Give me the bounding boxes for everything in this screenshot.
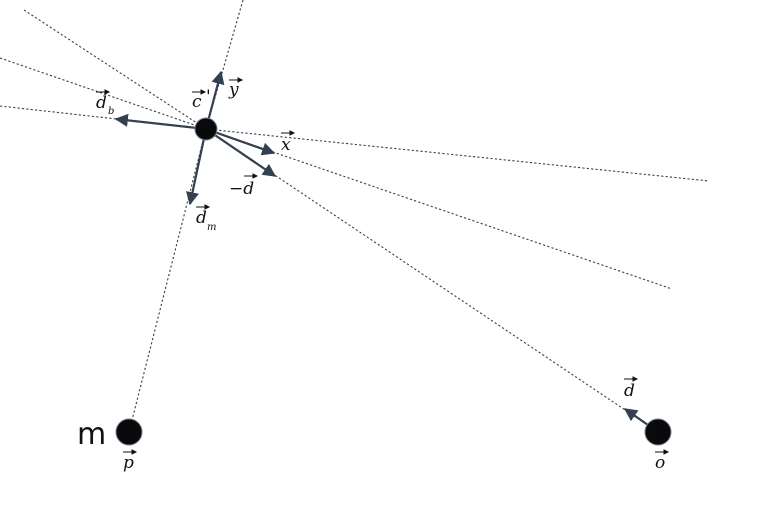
dotted-line-right-flat [205,128,710,182]
dotted-line-lower-right [205,128,673,290]
label-c-prime: c [192,92,202,112]
label-d-m: d [196,208,207,228]
vector-db-arrow [114,113,207,131]
dotted-line-to-p [128,128,207,433]
vector-dm-arrow [186,128,208,206]
label-d: d [624,381,635,401]
label-x: x [281,135,291,155]
label-o: o [655,453,665,473]
point-o [644,418,672,446]
dotted-line-to-o [205,128,659,433]
label-d-m-sub: m [207,222,216,233]
label-c-prime-mark: ' [206,87,211,107]
vector-neg-d-arrow [205,128,277,177]
label-p: p [123,453,134,473]
label-d-b: d [96,93,107,113]
label-mass-m: m [77,417,106,452]
dotted-line-upper-left [23,9,207,130]
label-d-b-sub: b [108,106,114,117]
vector-x-arrow [205,127,276,156]
point-p [115,418,143,446]
label-neg-d: −d [229,179,254,199]
label-y: y [228,80,239,100]
dotted-line-left-middle [0,57,207,130]
point-c-prime [194,117,218,141]
